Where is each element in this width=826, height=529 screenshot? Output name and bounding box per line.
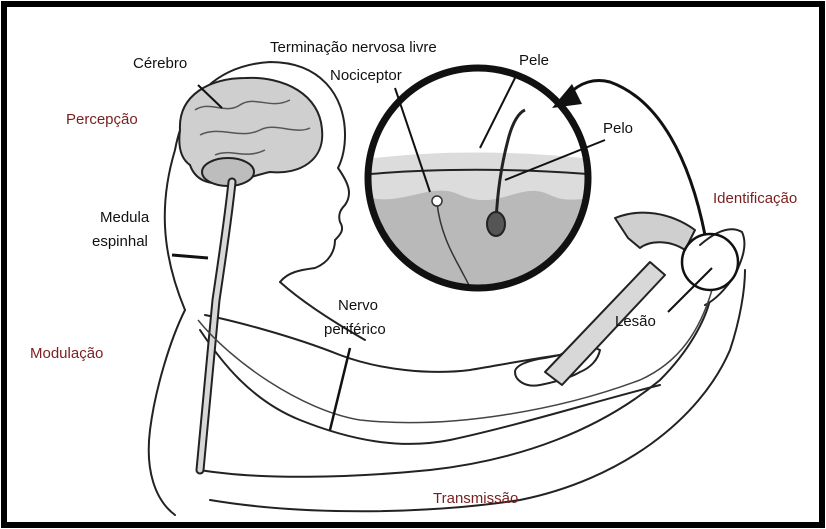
hair-follicle [487,212,505,236]
label-pelo: Pelo [603,120,633,137]
label-medula-2: espinhal [92,233,148,250]
label-percepcao: Percepção [66,111,138,128]
nociceptor-ending [432,196,442,206]
label-identificacao: Identificação [713,190,797,207]
label-modulacao: Modulação [30,345,103,362]
label-cerebro: Cérebro [133,55,187,72]
label-transmissao: Transmissão [433,490,518,507]
label-nociceptor: Nociceptor [330,67,402,84]
label-terminacao: Terminação nervosa livre [270,39,437,56]
label-nervo-2: periférico [324,321,386,338]
label-nervo-1: Nervo [338,297,378,314]
label-medula-1: Medula [100,209,150,226]
label-lesao: Lesão [615,313,656,330]
label-pele: Pele [519,52,549,69]
